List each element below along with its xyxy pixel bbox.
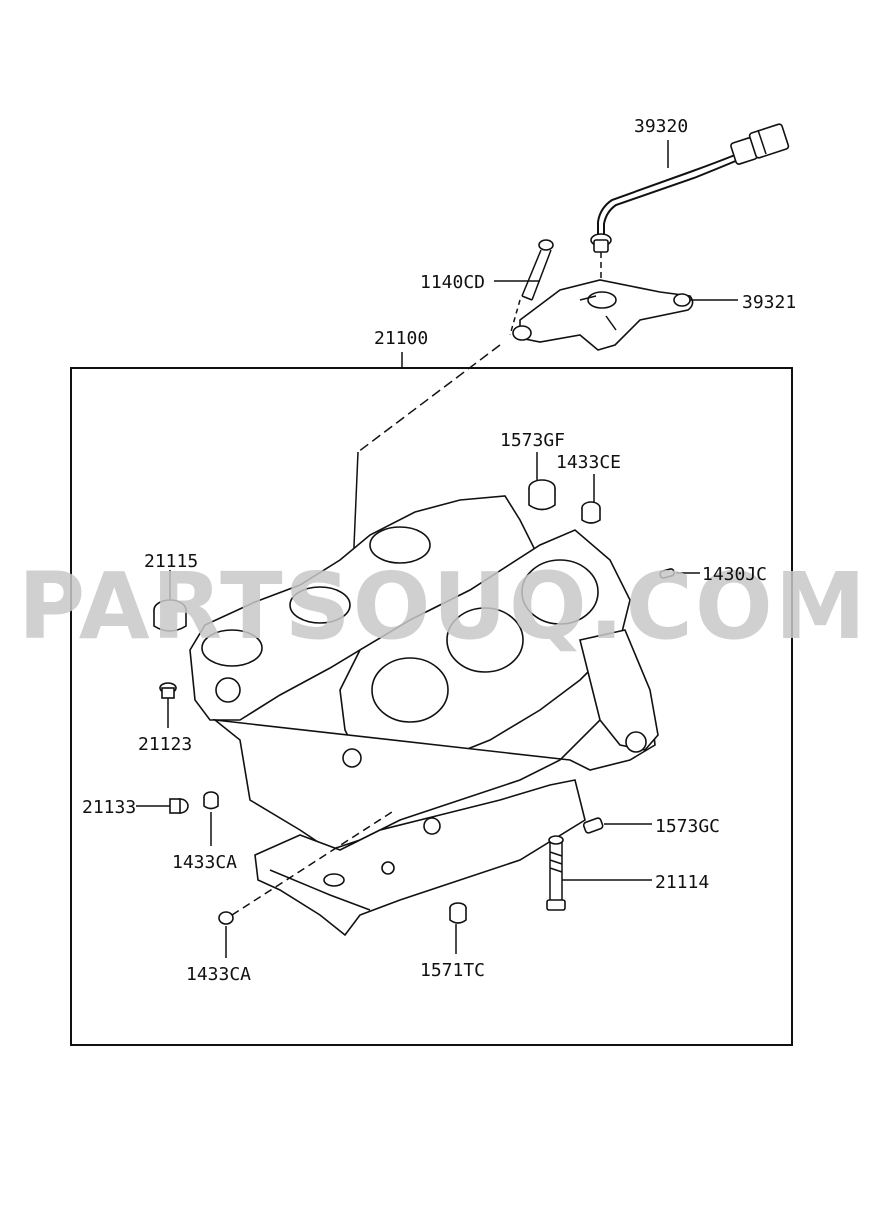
- callout-21115[interactable]: 21115: [144, 551, 198, 572]
- watermark: PARTSOUQ.COM: [18, 553, 868, 660]
- callout-1433CA-upper[interactable]: 1433CA: [172, 852, 237, 873]
- callout-1433CA-lower[interactable]: 1433CA: [186, 964, 251, 985]
- callout-1573GF[interactable]: 1573GF: [500, 430, 565, 451]
- callout-1430JC[interactable]: 1430JC: [702, 564, 767, 585]
- plug-1573GC[interactable]: [582, 817, 652, 834]
- callout-1571TC[interactable]: 1571TC: [420, 960, 485, 981]
- plug-21133[interactable]: [136, 798, 189, 814]
- callout-1140CD[interactable]: 1140CD: [420, 272, 485, 293]
- dowel-1433CA-upper[interactable]: [203, 791, 219, 846]
- callout-21114[interactable]: 21114: [655, 872, 709, 893]
- pin-1430JC[interactable]: [659, 568, 700, 579]
- dowel-1433CA-lower[interactable]: [218, 811, 393, 958]
- bolt-21123[interactable]: [159, 682, 177, 728]
- callout-21123[interactable]: 21123: [138, 734, 192, 755]
- callout-1573GC[interactable]: 1573GC: [655, 816, 720, 837]
- plug-21115[interactable]: [153, 570, 187, 632]
- callout-21100[interactable]: 21100: [374, 328, 428, 349]
- engine-block-21100[interactable]: [189, 495, 659, 937]
- stud-21114[interactable]: [546, 835, 652, 911]
- callout-21133[interactable]: 21133: [82, 797, 136, 818]
- plug-1573GF[interactable]: [528, 452, 556, 511]
- dowel-1433CE[interactable]: [581, 474, 601, 524]
- bolt-1140CD[interactable]: [509, 239, 554, 336]
- bracket-39321[interactable]: [512, 279, 694, 351]
- callout-39320[interactable]: 39320: [634, 116, 688, 137]
- plug-1571TC[interactable]: [449, 902, 467, 954]
- assembly-frame: [70, 367, 793, 1046]
- sensor-cable-39320[interactable]: [590, 123, 790, 290]
- callout-1433CE[interactable]: 1433CE: [556, 452, 621, 473]
- callout-39321[interactable]: 39321: [742, 292, 796, 313]
